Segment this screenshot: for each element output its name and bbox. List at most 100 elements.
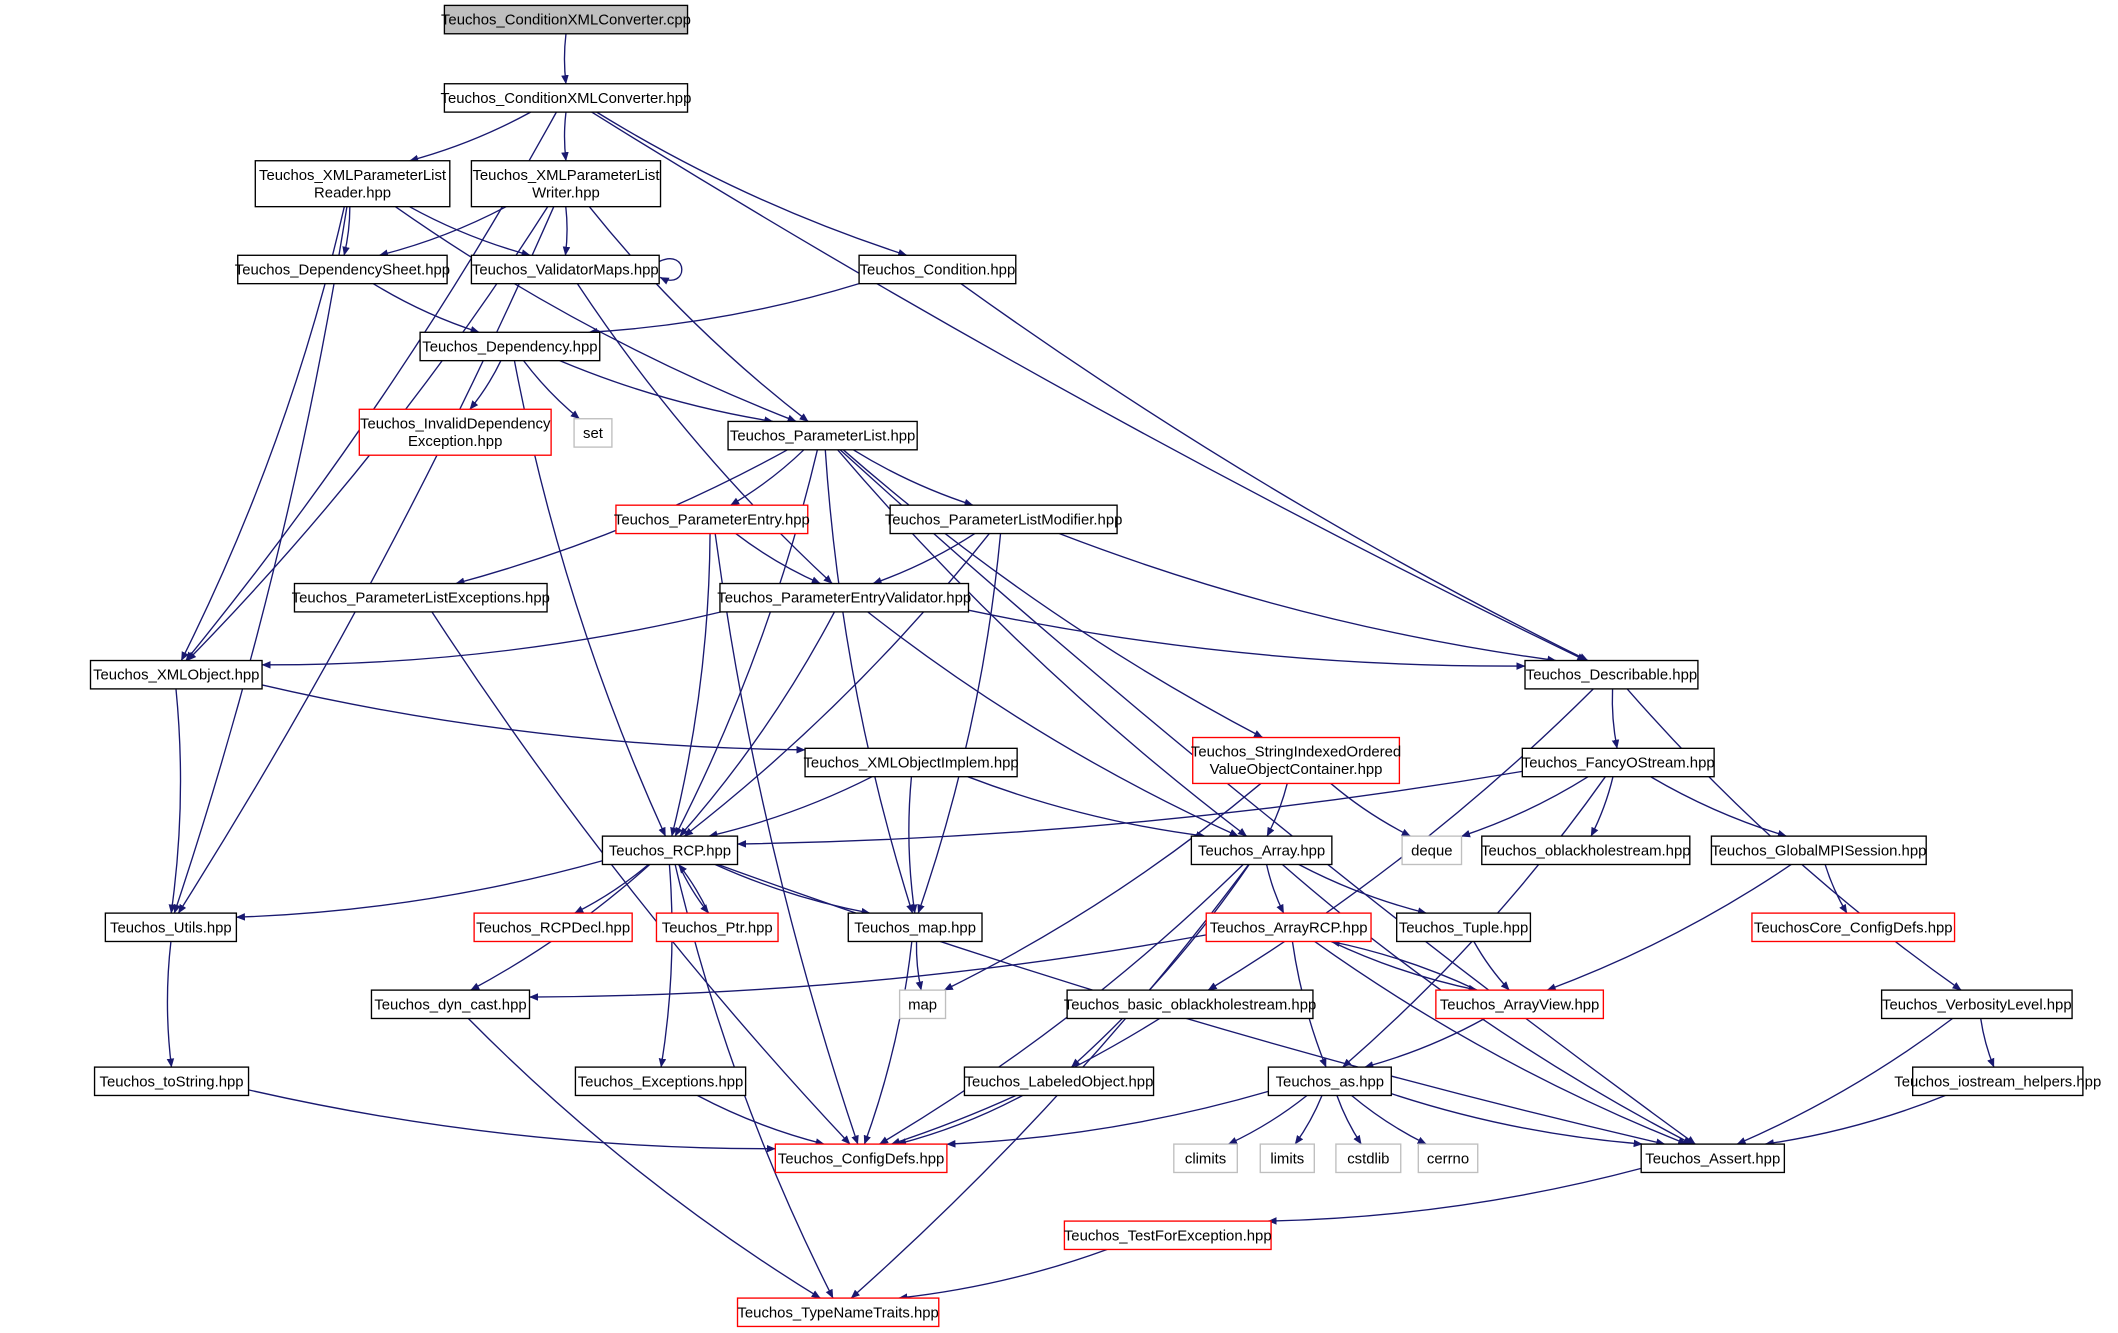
dependency-edge (1461, 776, 1589, 838)
graph-node[interactable]: Teuchos_ParameterEntryValidator.hpp (717, 582, 971, 613)
graph-node[interactable]: Teuchos_XMLObjectImplem.hpp (803, 747, 1019, 778)
dependency-edge (697, 1094, 825, 1146)
graph-node[interactable]: Teuchos_Array.hpp (1190, 835, 1333, 866)
graph-node[interactable]: Teuchos_ValidatorMaps.hpp (470, 254, 660, 285)
graph-node[interactable]: TeuchosCore_ConfigDefs.hpp (1751, 912, 1956, 943)
graph-node[interactable]: Teuchos_Ptr.hpp (655, 912, 779, 943)
node-box (574, 1066, 747, 1097)
graph-node[interactable]: Teuchos_LabeledObject.hpp (963, 1066, 1155, 1097)
graph-node[interactable]: Teuchos_TestForException.hpp (1063, 1220, 1272, 1251)
graph-node[interactable]: Teuchos_basic_oblackholestream.hpp (1064, 989, 1316, 1020)
graph-node[interactable]: Teuchos_oblackholestream.hpp (1481, 835, 1691, 866)
dependency-edge (658, 258, 683, 285)
node-label: Teuchos_dyn_cast.hpp (374, 997, 526, 1013)
dependency-edge (678, 864, 710, 914)
graph-node[interactable]: Teuchos_Assert.hpp (1640, 1143, 1786, 1174)
dependency-edge (714, 533, 859, 1145)
graph-node[interactable]: Teuchos_ArrayRCP.hpp (1205, 912, 1372, 943)
dependency-edge (1611, 688, 1620, 749)
dependency-edge (166, 941, 175, 1068)
node-label: Teuchos_DependencySheet.hpp (235, 262, 450, 278)
node-label: Teuchos_basic_oblackholestream.hpp (1064, 997, 1316, 1013)
dependency-edge (591, 111, 1587, 662)
graph-node[interactable]: Teuchos_map.hpp (847, 912, 983, 943)
node-box (963, 1066, 1155, 1097)
dependency-edge (1364, 1017, 1485, 1069)
graph-node[interactable]: Teuchos_ParameterListExceptions.hpp (292, 582, 550, 613)
node-label: Teuchos_Exceptions.hpp (578, 1074, 744, 1090)
node-label: Teuchos_ConditionXMLConverter.hpp (441, 91, 692, 107)
node-label: Teuchos_ParameterListModifier.hpp (885, 512, 1123, 528)
graph-node[interactable]: Teuchos_RCP.hpp (601, 835, 739, 866)
graph-node[interactable]: cerrno (1417, 1143, 1479, 1174)
graph-node[interactable]: Teuchos_ParameterListModifier.hpp (885, 504, 1123, 535)
node-box (804, 747, 1018, 778)
dependency-edge (177, 206, 555, 914)
graph-node[interactable]: Teuchos_RCPDecl.hpp (473, 912, 633, 943)
graph-node[interactable]: Teuchos_GlobalMPISession.hpp (1710, 835, 1927, 866)
graph-node[interactable]: limits (1259, 1143, 1315, 1174)
node-box (1190, 835, 1333, 866)
graph-node[interactable]: Teuchos_ArrayView.hpp (1435, 989, 1605, 1020)
graph-node[interactable]: Teuchos_Exceptions.hpp (574, 1066, 747, 1097)
graph-node[interactable]: Teuchos_ConditionXMLConverter.cpp (441, 4, 691, 35)
node-box (473, 912, 633, 943)
graph-node[interactable]: Teuchos_Condition.hpp (858, 254, 1017, 285)
graph-node[interactable]: Teuchos_ParameterList.hpp (727, 420, 918, 451)
node-label: Teuchos_iostream_helpers.hpp (1894, 1074, 2101, 1090)
graph-node[interactable]: Teuchos_DependencySheet.hpp (235, 254, 450, 285)
graph-node[interactable]: Teuchos_Dependency.hpp (419, 331, 601, 362)
dependency-edge (529, 934, 1207, 1001)
graph-node[interactable]: Teuchos_toString.hpp (93, 1066, 250, 1097)
dependency-edge (1391, 1092, 1643, 1148)
graph-node[interactable]: Teuchos_ConfigDefs.hpp (774, 1143, 948, 1174)
dependency-edge (1298, 863, 1427, 915)
graph-node[interactable]: Teuchos_Tuple.hpp (1396, 912, 1532, 943)
dependency-edge (867, 611, 1239, 837)
graph-node[interactable]: Teuchos_VerbosityLevel.hpp (1880, 989, 2073, 1020)
node-box (1417, 1143, 1479, 1174)
node-label: Teuchos_map.hpp (854, 920, 976, 936)
node-box (1205, 912, 1372, 943)
node-box (601, 835, 739, 866)
dependency-edge (561, 33, 569, 85)
graph-node[interactable]: Teuchos_iostream_helpers.hpp (1894, 1066, 2101, 1097)
node-label: cerrno (1427, 1151, 1469, 1167)
node-box (858, 254, 1017, 285)
dependency-edge (574, 863, 649, 914)
node-box (889, 504, 1118, 535)
dependency-edge (576, 283, 833, 585)
graph-node[interactable]: map (898, 989, 947, 1020)
node-box (727, 420, 918, 451)
graph-node[interactable]: Teuchos_as.hpp (1267, 1066, 1392, 1097)
graph-node[interactable]: Teuchos_XMLObject.hpp (89, 659, 263, 690)
node-label: map (908, 997, 937, 1013)
node-box (89, 659, 263, 690)
dependency-edge (395, 206, 797, 423)
node-box (1435, 989, 1605, 1020)
graph-node[interactable]: Teuchos_TypeNameTraits.hpp (736, 1297, 940, 1328)
graph-node[interactable]: Teuchos_ParameterEntry.hpp (614, 504, 810, 535)
graph-node[interactable]: Teuchos_FancyOStream.hpp (1521, 747, 1715, 778)
node-box (1401, 835, 1463, 866)
dependency-edge (960, 283, 1589, 662)
graph-node[interactable]: set (573, 418, 613, 448)
dependency-edge (908, 776, 918, 914)
graph-node[interactable]: Teuchos_Describable.hpp (1524, 659, 1699, 690)
graph-node[interactable]: Teuchos_dyn_cast.hpp (370, 989, 531, 1020)
node-label: Teuchos_as.hpp (1276, 1074, 1384, 1090)
dependency-edge (946, 1090, 1269, 1148)
graph-node[interactable]: Teuchos_StringIndexedOrderedValueObjectC… (1191, 736, 1401, 785)
node-label: TeuchosCore_ConfigDefs.hpp (1754, 920, 1953, 936)
graph-node[interactable]: deque (1401, 835, 1463, 866)
graph-node[interactable]: Teuchos_Utils.hpp (104, 912, 238, 943)
dependency-edge (968, 609, 1526, 670)
graph-node[interactable]: Teuchos_ConditionXMLConverter.hpp (441, 83, 692, 113)
graph-node[interactable]: cstdlib (1335, 1143, 1402, 1174)
node-label: Teuchos_InvalidDependency (360, 416, 551, 432)
graph-node[interactable]: climits (1173, 1143, 1238, 1174)
